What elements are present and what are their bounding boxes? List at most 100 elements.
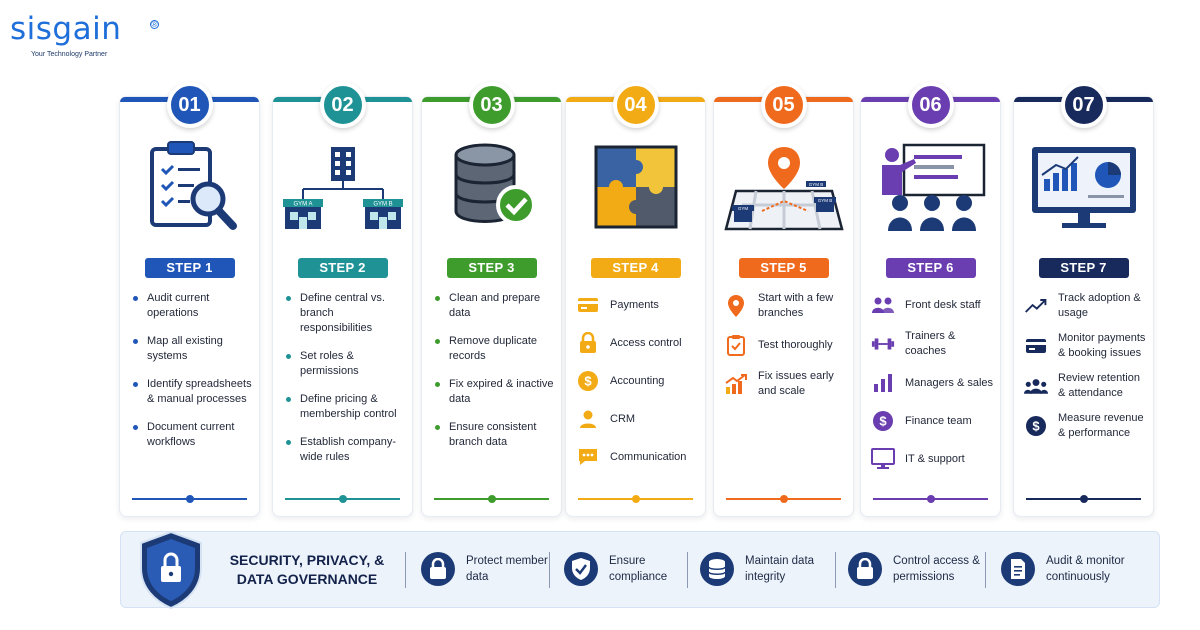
document-icon xyxy=(1001,552,1035,586)
svg-text:GYM B: GYM B xyxy=(808,182,823,187)
step-number-badge: 04 xyxy=(612,82,659,128)
step-item: Track adoption & usage xyxy=(1024,291,1147,321)
brand-name: sisgain xyxy=(10,11,122,47)
svg-text:$: $ xyxy=(879,414,887,429)
step-item-text: IT & support xyxy=(905,452,965,465)
bullet-dot-icon xyxy=(435,339,440,344)
step-item: Remove duplicate records xyxy=(432,334,555,364)
step-item-text: Accounting xyxy=(610,374,665,387)
step-item-text: Managers & sales xyxy=(905,376,994,389)
security-separator xyxy=(687,552,688,588)
security-item: Audit & monitor continuously xyxy=(1001,552,1136,586)
step-item-text: Payments xyxy=(610,298,659,311)
step-item-text: Clean and prepare data xyxy=(449,292,541,319)
card-divider xyxy=(726,495,841,503)
step-item: Front desk staff xyxy=(871,291,994,319)
step-item: $ Accounting xyxy=(576,367,699,395)
step-item: Establish company-wide rules xyxy=(283,435,406,465)
step-item-text: Access control xyxy=(610,336,682,349)
step-label: STEP 3 xyxy=(446,258,537,278)
security-title: SECURITY, PRIVACY, & DATA GOVERNANCE xyxy=(229,552,385,587)
step-item-text: Trainers & coaches xyxy=(905,330,956,357)
card-divider xyxy=(285,495,400,503)
step-item: IT & support xyxy=(871,445,994,473)
clipboard-search-icon xyxy=(149,141,237,230)
database-check-icon xyxy=(454,143,536,225)
step-item-text: Start with a few branches xyxy=(758,292,834,319)
security-item-text: Maintain data integrity xyxy=(745,555,815,583)
step-item: Start with a few branches xyxy=(724,291,847,321)
svg-text:GYM A: GYM A xyxy=(293,202,312,208)
step-item: Audit current operations xyxy=(130,291,253,321)
step-illustration xyxy=(120,139,259,249)
step-item: Define pricing & membership control xyxy=(283,392,406,422)
security-item: Control access & permissions xyxy=(848,552,983,586)
step-item: Communication xyxy=(576,443,699,471)
security-separator xyxy=(405,552,406,588)
step-number-badge: 01 xyxy=(166,82,213,128)
step-item: Test thoroughly xyxy=(724,331,847,359)
step-item: Document current workflows xyxy=(130,420,253,450)
step-item: Fix issues early and scale xyxy=(724,369,847,399)
svg-text:GYM B: GYM B xyxy=(373,202,392,208)
bullet-dot-icon xyxy=(133,425,138,430)
step-illustration xyxy=(422,139,561,249)
security-separator xyxy=(549,552,550,588)
step-item: Map all existing systems xyxy=(130,334,253,364)
monitor-icon xyxy=(871,447,895,471)
step-number-badge: 06 xyxy=(907,82,954,128)
step-illustration: GYM GYM B GYM B xyxy=(714,139,853,249)
growth-chart-icon xyxy=(724,372,748,396)
step-item: Fix expired & inactive data xyxy=(432,377,555,407)
step-illustration xyxy=(861,139,1000,249)
bullet-dot-icon xyxy=(133,339,138,344)
step-label: STEP 7 xyxy=(1038,258,1129,278)
bullet-dot-icon xyxy=(133,296,138,301)
brand-logo: sisgain ® Your Technology Partner xyxy=(10,11,159,58)
divider-dot-icon xyxy=(487,495,496,503)
security-item-text: Audit & monitor continuously xyxy=(1046,555,1125,583)
dumbbell-icon xyxy=(871,332,895,356)
security-item: Ensure compliance xyxy=(564,552,699,586)
svg-text:$: $ xyxy=(584,374,592,389)
card-divider xyxy=(132,495,247,503)
bullet-dot-icon xyxy=(435,425,440,430)
step-item: Identify spreadsheets & manual processes xyxy=(130,377,253,407)
step-item-text: Establish company-wide rules xyxy=(300,436,396,463)
step-item-text: Map all existing systems xyxy=(147,335,223,362)
divider-dot-icon xyxy=(338,495,347,503)
step-item-text: Document current workflows xyxy=(147,421,235,448)
step-illustration xyxy=(566,139,705,249)
security-item-text: Ensure compliance xyxy=(609,555,668,583)
security-item: Protect member data xyxy=(421,552,556,586)
step-number-badge: 02 xyxy=(319,82,366,128)
bullet-dot-icon xyxy=(286,354,291,359)
bullet-dot-icon xyxy=(286,440,291,445)
step-item-text: Communication xyxy=(610,450,687,463)
card-divider xyxy=(1026,495,1141,503)
step-item-text: Remove duplicate records xyxy=(449,335,538,362)
step-card-5: 05 GYM GYM B GYM B STEP 5 Start with a f… xyxy=(713,82,854,517)
analytics-dashboard-icon xyxy=(1031,147,1136,228)
step-card-2: 02 GYM A GYM B STEP 2 Define central vs.… xyxy=(272,82,413,517)
step-item: $Finance team xyxy=(871,407,994,435)
step-item-text: Test thoroughly xyxy=(758,338,833,351)
step-item-text: Review retention & attendance xyxy=(1058,372,1140,399)
security-separator xyxy=(835,552,836,588)
step-illustration: GYM A GYM B xyxy=(273,139,412,249)
dollar-icon: $ xyxy=(1024,414,1048,438)
svg-text:$: $ xyxy=(1032,419,1040,434)
step-item-text: Audit current operations xyxy=(147,292,210,319)
credit-card-icon xyxy=(1024,334,1048,358)
security-separator xyxy=(985,552,986,588)
step-item-text: Identify spreadsheets & manual processes xyxy=(147,378,252,405)
step-item: $Measure revenue & performance xyxy=(1024,411,1147,441)
brand-tagline: Your Technology Partner xyxy=(31,51,108,58)
step-item-text: Front desk staff xyxy=(905,298,981,311)
user-icon xyxy=(576,407,600,431)
step-item: Define central vs. branch responsibiliti… xyxy=(283,291,406,336)
